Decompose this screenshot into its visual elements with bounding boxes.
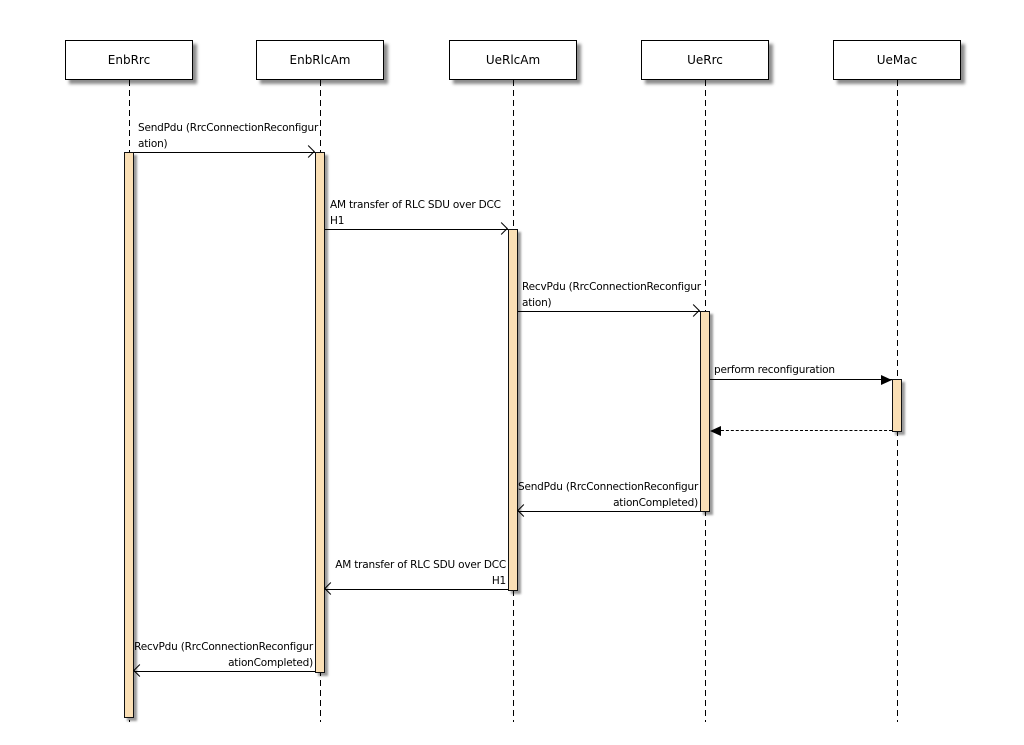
message-label-line: H1 xyxy=(491,575,506,587)
message-label-recvpdu-completed: RecvPdu (RrcConnectionReconfigur ationCo… xyxy=(134,639,313,671)
message-label-recvpdu-reconfiguration: RecvPdu (RrcConnectionReconfigur ation) xyxy=(522,279,702,311)
message-arrow-am-transfer-dcch1-return xyxy=(325,589,508,590)
message-arrow-return xyxy=(716,430,892,431)
message-arrow-recvpdu-completed xyxy=(134,671,315,672)
message-label-line: SendPdu (RrcConnectionReconfigur xyxy=(518,481,699,493)
message-label-line: ation) xyxy=(522,297,552,309)
message-label-line: ationCompleted) xyxy=(228,657,313,669)
activation-bar-uerlcam xyxy=(508,229,518,591)
message-label-line: ationCompleted) xyxy=(613,497,698,509)
message-label-line: ation) xyxy=(138,138,168,150)
actor-box-enbrrc: EnbRrc xyxy=(65,40,193,80)
message-arrow-recvpdu-reconfiguration xyxy=(518,311,700,312)
actor-box-enbrlcam: EnbRlcAm xyxy=(256,40,384,80)
activation-bar-uerrc xyxy=(700,311,710,512)
message-label-line: H1 xyxy=(330,215,345,227)
activation-bar-enbrrc xyxy=(124,152,134,718)
actor-label-enbrlcam: EnbRlcAm xyxy=(289,53,351,67)
message-label-line: perform reconfiguration xyxy=(714,364,835,376)
message-label-line: AM transfer of RLC SDU over DCC xyxy=(330,199,501,211)
actor-box-uerlcam: UeRlcAm xyxy=(449,40,577,80)
actor-box-uerrc: UeRrc xyxy=(641,40,769,80)
actor-label-uerlcam: UeRlcAm xyxy=(485,53,541,67)
message-arrow-sendpdu-completed xyxy=(518,511,700,512)
message-label-line: AM transfer of RLC SDU over DCC xyxy=(335,559,506,571)
message-label-perform-reconfiguration: perform reconfiguration xyxy=(714,362,894,378)
message-label-sendpdu-completed: SendPdu (RrcConnectionReconfigur ationCo… xyxy=(518,479,698,511)
actor-box-uemac: UeMac xyxy=(833,40,961,80)
arrowhead-filled-left-icon xyxy=(710,426,721,436)
message-label-line: SendPdu (RrcConnectionReconfigur xyxy=(138,122,319,134)
activation-bar-uemac xyxy=(892,379,902,432)
message-arrow-sendpdu-reconfiguration xyxy=(134,152,315,153)
message-arrow-perform-reconfiguration xyxy=(710,379,892,380)
message-arrow-am-transfer-dcch1 xyxy=(325,229,508,230)
actor-label-uerrc: UeRrc xyxy=(687,53,723,67)
actor-label-uemac: UeMac xyxy=(876,53,918,67)
message-label-sendpdu-reconfiguration: SendPdu (RrcConnectionReconfigur ation) xyxy=(138,120,319,152)
message-label-am-transfer-dcch1-return: AM transfer of RLC SDU over DCC H1 xyxy=(326,557,506,589)
message-label-line: RecvPdu (RrcConnectionReconfigur xyxy=(522,281,701,293)
arrowhead-filled-right-icon xyxy=(881,375,892,385)
message-label-line: RecvPdu (RrcConnectionReconfigur xyxy=(134,641,313,653)
actor-label-enbrrc: EnbRrc xyxy=(107,53,151,67)
activation-bar-enbrlcam xyxy=(315,152,325,673)
message-label-am-transfer-dcch1: AM transfer of RLC SDU over DCC H1 xyxy=(330,197,510,229)
